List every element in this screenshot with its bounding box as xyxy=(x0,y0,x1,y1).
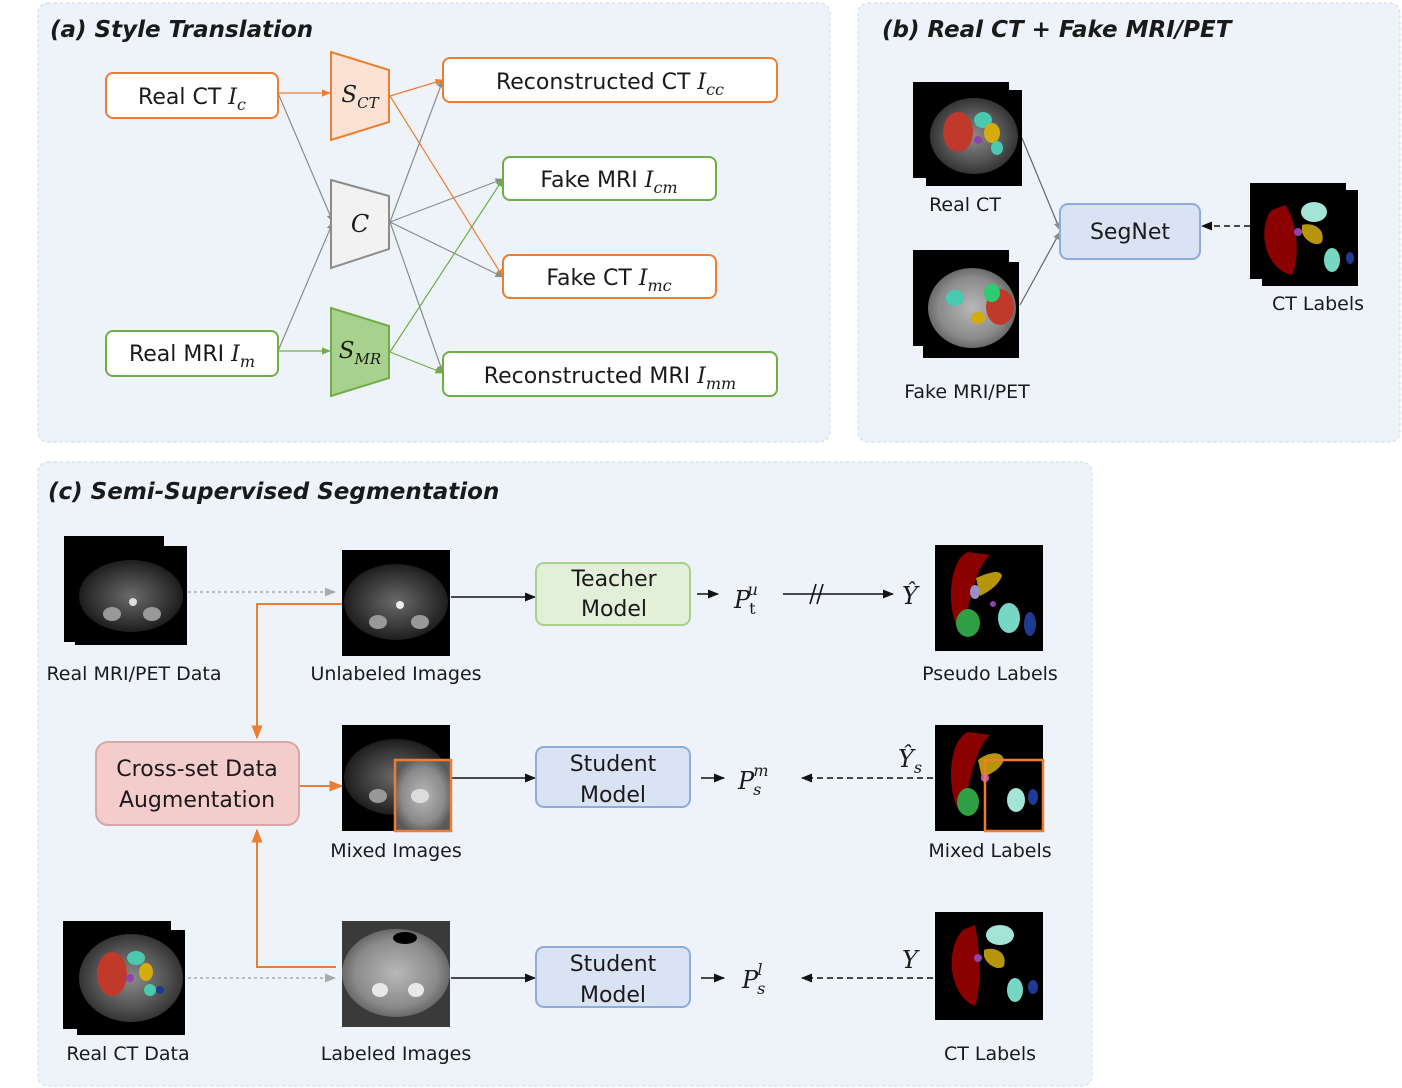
p-student-labeled: Psl xyxy=(741,960,765,998)
unlabeled-images-thumbnail xyxy=(342,550,450,656)
ct-labels-thumbnail xyxy=(1250,183,1358,286)
svg-text:Cross-set Data: Cross-set Data xyxy=(116,757,277,782)
mixed-labels-caption: Mixed Labels xyxy=(928,840,1051,862)
arrow-c-to-fake-ct xyxy=(389,221,504,278)
fake-mri-pet-caption: Fake MRI/PET xyxy=(904,381,1030,403)
reconstructed-ct-box: Reconstructed CT Icc xyxy=(442,57,778,103)
real-mri-label: Real MRI xyxy=(129,342,231,367)
orange-arrow-labeled-to-aug xyxy=(251,828,336,968)
mixed-label-highlight-box xyxy=(983,758,1045,833)
svg-text:Teacher: Teacher xyxy=(570,567,657,592)
svg-text:Real CT Ic: Real CT Ic xyxy=(138,85,246,114)
real-mri-pet-data-thumbnail xyxy=(64,536,187,645)
style-translation-connectors xyxy=(277,78,504,374)
svg-text:Fake MRI Icm: Fake MRI Icm xyxy=(540,168,677,197)
real-mri-pet-data-caption: Real MRI/PET Data xyxy=(46,663,221,685)
style-encoder-mr: SMR xyxy=(330,306,390,398)
segnet-box: SegNet xyxy=(1059,203,1201,260)
svg-text:SegNet: SegNet xyxy=(1090,220,1170,245)
arrow-c-to-recon-mri xyxy=(389,221,444,374)
stop-gradient-mark-1 xyxy=(809,583,817,605)
content-encoder: C xyxy=(330,178,390,270)
real-ct-data-thumbnail xyxy=(63,921,185,1035)
svg-text:SCT: SCT xyxy=(341,82,379,112)
teacher-model-box: Teacher Model xyxy=(535,562,691,626)
fake-ct-box: Fake CT Imc xyxy=(502,254,717,299)
arrow-sct-to-fake-ct xyxy=(389,95,504,278)
ct-labels-caption-c: CT Labels xyxy=(944,1043,1036,1065)
arrow-c-to-fake-mri xyxy=(389,178,504,223)
arrow-smr-to-recon-mri xyxy=(389,351,444,374)
mixed-images-thumbnail xyxy=(342,725,453,833)
arrow-mri-to-c xyxy=(277,221,334,352)
arrow-smr-to-fake-mri xyxy=(389,178,504,353)
arrow-c-to-recon-ct xyxy=(389,79,444,223)
fake-mri-box: Fake MRI Icm xyxy=(502,156,717,201)
real-ct-data-caption: Real CT Data xyxy=(66,1043,189,1065)
svg-text:Reconstructed CT Icc: Reconstructed CT Icc xyxy=(496,70,724,99)
p-student-mixed: Psm xyxy=(737,761,769,799)
svg-text:Augmentation: Augmentation xyxy=(119,788,275,813)
panel-b-connectors xyxy=(1019,137,1250,306)
panel-b-title: (b) Real CT + Fake MRI/PET xyxy=(882,17,1234,43)
labeled-images-caption: Labeled Images xyxy=(321,1043,471,1065)
panel-a-title: (a) Style Translation xyxy=(50,17,313,43)
mixed-images-caption: Mixed Images xyxy=(330,840,462,862)
svg-text:Model: Model xyxy=(580,983,646,1008)
real-ct-box: Real CT Ic xyxy=(105,72,279,119)
svg-text:Student: Student xyxy=(570,952,657,977)
student-model-box-mixed: Student Model xyxy=(535,746,691,808)
cross-set-augmentation-box: Cross-set Data Augmentation xyxy=(95,741,300,826)
arrow-sct-to-recon-ct xyxy=(389,78,444,97)
pseudo-label-yhat: Ŷ xyxy=(902,581,920,610)
panel-c-title: (c) Semi-Supervised Segmentation xyxy=(48,479,499,505)
svg-text:Reconstructed MRI Imm: Reconstructed MRI Imm xyxy=(484,364,736,393)
real-ct-stack-thumbnail xyxy=(913,82,1022,186)
panel-c-connectors xyxy=(188,583,933,983)
unlabeled-images-caption: Unlabeled Images xyxy=(310,663,481,685)
svg-text:C: C xyxy=(351,210,369,238)
stop-gradient-mark-2 xyxy=(816,583,824,605)
svg-text:Real MRI Im: Real MRI Im xyxy=(129,342,255,371)
ct-labels-thumbnail-c xyxy=(935,912,1043,1020)
student-model-box-labeled: Student Model xyxy=(535,946,691,1008)
pseudo-labels-thumbnail xyxy=(935,545,1043,651)
labeled-images-thumbnail xyxy=(342,921,450,1027)
orange-arrow-unlabeled-to-aug xyxy=(251,603,342,740)
reconstructed-mri-box: Reconstructed MRI Imm xyxy=(442,351,778,397)
svg-text:Fake CT Imc: Fake CT Imc xyxy=(546,266,671,295)
svg-text:Model: Model xyxy=(580,783,646,808)
svg-text:Student: Student xyxy=(570,752,657,777)
arrow-ct-to-c xyxy=(277,92,334,223)
mixed-label-yhat-s: Ŷs xyxy=(898,744,922,777)
svg-text:SMR: SMR xyxy=(339,338,381,368)
fake-mri-stack-thumbnail xyxy=(913,250,1019,358)
real-ct-caption: Real CT xyxy=(929,194,1001,216)
mixed-image-highlight-box xyxy=(393,758,453,833)
svg-text:Model: Model xyxy=(581,597,647,622)
ct-labels-caption-b: CT Labels xyxy=(1272,293,1364,315)
real-ct-label: Real CT xyxy=(138,85,228,110)
ct-label-y: Y xyxy=(902,946,920,974)
mixed-labels-thumbnail xyxy=(935,725,1045,833)
style-encoder-ct: SCT xyxy=(330,50,390,142)
pseudo-labels-caption: Pseudo Labels xyxy=(922,663,1058,685)
p-teacher-unlabeled: Ptu xyxy=(733,580,758,618)
real-mri-box: Real MRI Im xyxy=(105,330,279,377)
